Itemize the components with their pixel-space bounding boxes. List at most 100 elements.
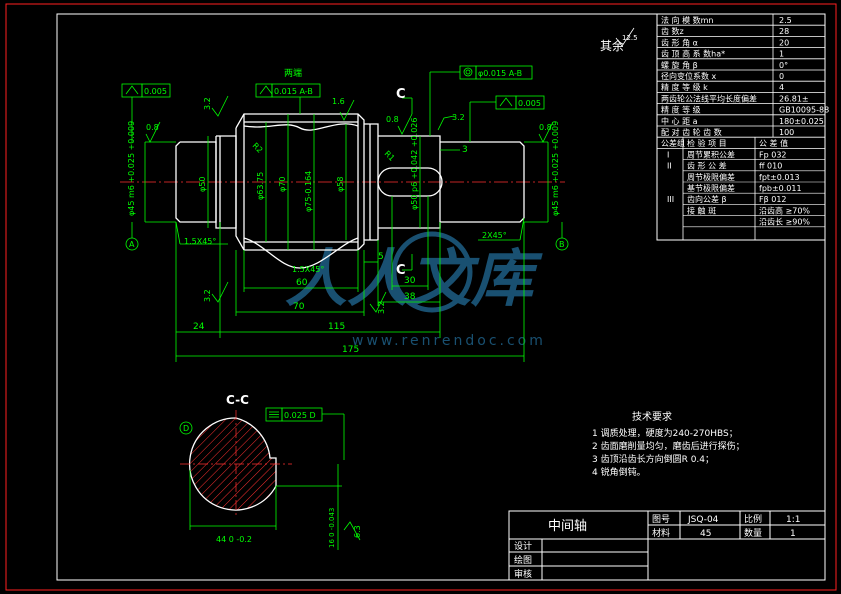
gear-table-value: 26.81± xyxy=(779,94,809,103)
rough-32d: 3.2 xyxy=(452,113,465,122)
gear-table-label: 径向变位系数 x xyxy=(661,71,717,81)
gdt-labels: 0.005 0.015 A-B φ0.015 A-B 0.005 0.025 D… xyxy=(144,67,541,420)
dia-58: φ58 xyxy=(336,177,345,192)
gdt-sym: 0.025 D xyxy=(284,411,316,420)
tech-req-item-4: 4 锐角倒钝。 xyxy=(592,466,646,478)
tol-cell-value: fpt±0.013 xyxy=(759,173,800,182)
tech-req-title: 技术要求 xyxy=(632,410,672,423)
tech-req-item-3: 3 齿顶沿齿长方向倒圆R 0.4； xyxy=(592,453,714,465)
dim-30: 30 xyxy=(404,276,416,286)
dim-24: 24 xyxy=(193,322,205,332)
title-block xyxy=(508,510,826,581)
gear-table-label: 齿 数z xyxy=(661,26,684,36)
gdt-frames xyxy=(121,65,563,460)
section-view: 44 0 -0.2 16 0 -0.043 6.3 xyxy=(180,410,362,550)
dia-50a: φ50 xyxy=(198,177,207,192)
tol-cell-group: III xyxy=(667,195,674,204)
tech-req-item-1: 1 调质处理，硬度为240-270HBS； xyxy=(592,427,738,439)
tol-header: 检 验 项 目 xyxy=(687,138,727,148)
gdt-runout-left: 0.005 xyxy=(144,87,167,96)
chamfer-right: 2X45° xyxy=(482,231,507,240)
gdt-runout-right: 0.005 xyxy=(518,99,541,108)
horizontal-dim-labels: 175 115 24 70 60 38 30 5 3 xyxy=(193,145,468,355)
tol-cell-item: 基节极限偏差 xyxy=(687,183,735,193)
material-label: 材料 xyxy=(652,527,670,539)
rough-32c: 3.2 xyxy=(377,301,386,314)
tech-req-item-2: 2 齿面磨削量均匀，磨齿后进行探伤； xyxy=(592,440,745,452)
dim-115: 115 xyxy=(328,322,345,332)
tol-cell-value: fpb±0.011 xyxy=(759,184,802,193)
dia-left: φ45 m6 +0.025 +0.009 xyxy=(127,121,136,216)
gear-table-label: 中 心 距 a xyxy=(661,116,698,126)
gear-table-label: 精 度 等 级 xyxy=(661,105,701,115)
others-label: 其余 xyxy=(600,38,624,53)
gear-body xyxy=(235,113,365,251)
shaft-outline xyxy=(175,113,525,269)
dim-60: 60 xyxy=(296,278,308,288)
gear-table-value: 4 xyxy=(779,83,784,92)
r2-label: R2 xyxy=(251,141,265,155)
tol-cell-group: II xyxy=(667,162,672,171)
chamfer-left: 1.5X45° xyxy=(184,237,216,246)
tol-cell-item: 齿 形 公 差 xyxy=(687,161,727,171)
dia-50b: φ50 p6 +0.042 +0.026 xyxy=(410,118,419,210)
diameter-dims xyxy=(144,114,549,250)
watermark-logo-circle xyxy=(391,231,473,313)
key-depth-label: 16 0 -0.043 xyxy=(328,508,336,548)
rough-63: 6.3 xyxy=(353,525,362,538)
part-name: 中间轴 xyxy=(548,519,587,534)
watermark-text: 人人文库 xyxy=(285,242,543,315)
section-mark-top: C xyxy=(396,87,406,102)
tol-cell-item: 齿向公差 β xyxy=(687,194,727,204)
chamfer-mid: 1.5X45° xyxy=(292,265,324,274)
tol-cell-item: 周节极限偏差 xyxy=(687,172,735,182)
gear-table-label: 精 度 等 级 k xyxy=(661,82,708,92)
tol-cell-item: 周节累积公差 xyxy=(687,149,735,159)
roughness-labels: 0.8 0.8 0.8 3.2 3.2 3.2 3.2 1.6 xyxy=(146,97,552,314)
break-line xyxy=(243,123,359,131)
leader-lines xyxy=(175,217,525,245)
gear-table-label: 齿 形 角 α xyxy=(661,37,698,47)
tol-cell-value: ff 010 xyxy=(759,162,782,171)
diameter-labels: φ45 m6 +0.025 +0.009 φ50 φ63.75 φ70 φ75-… xyxy=(127,118,560,216)
gear-table-value: 28 xyxy=(779,27,789,36)
r1-label: R1 xyxy=(383,149,397,163)
rough-08b: 0.8 xyxy=(539,123,552,132)
material-value: 45 xyxy=(700,529,711,539)
datum-a: A xyxy=(129,240,135,249)
inner-frame xyxy=(56,13,826,581)
gear-table-value: GB10095-88 xyxy=(779,106,829,115)
dim-3: 3 xyxy=(462,145,468,155)
rough-08c: 0.8 xyxy=(386,115,399,124)
tech-requirements: 技术要求 1 调质处理，硬度为240-270HBS； 2 齿面磨削量均匀，磨齿后… xyxy=(592,410,745,478)
dia-75: φ75-0.164 xyxy=(304,171,313,212)
tol-cell-value: 沿齿长 ≥90% xyxy=(759,217,810,227)
tooth-end-label: 两端 xyxy=(284,67,302,79)
dia-right: φ45 m6 +0.025 +0.009 xyxy=(551,121,560,216)
datum-markers xyxy=(125,97,569,435)
qty-label: 数量 xyxy=(744,527,762,539)
drawing-no: JSQ-04 xyxy=(687,515,719,525)
roughness-symbols xyxy=(145,95,554,313)
section-mark-bottom: C xyxy=(396,263,406,278)
roughness-others: 其余 12.5 xyxy=(600,27,638,53)
gdt-runout-top: 0.015 A-B xyxy=(274,87,313,96)
tol-cell-item: 接 触 斑 xyxy=(687,205,716,215)
gear-table-value: 0° xyxy=(779,61,788,70)
tol-cell-value: Fβ 012 xyxy=(759,195,787,204)
tol-header: 公差组 xyxy=(661,138,685,148)
dia-70: φ70 xyxy=(278,177,287,192)
tol-cell-group: I xyxy=(667,150,669,159)
gear-table-value: 1 xyxy=(779,50,784,59)
gear-table-value: 100 xyxy=(779,128,794,137)
dia-6375: φ63.75 xyxy=(256,172,265,200)
rough-32b: 3.2 xyxy=(203,289,212,302)
scale-value: 1:1 xyxy=(786,515,800,525)
tol-cell-value: Fp 032 xyxy=(759,150,787,159)
key-width-label: 44 0 -0.2 xyxy=(216,535,252,544)
tol-cell-value: 沿齿高 ≥70% xyxy=(759,205,810,215)
watermark: 人人文库 www.renrendoc.com xyxy=(285,231,543,349)
gdt-symbols xyxy=(125,67,513,418)
datum-d: D xyxy=(183,424,189,433)
